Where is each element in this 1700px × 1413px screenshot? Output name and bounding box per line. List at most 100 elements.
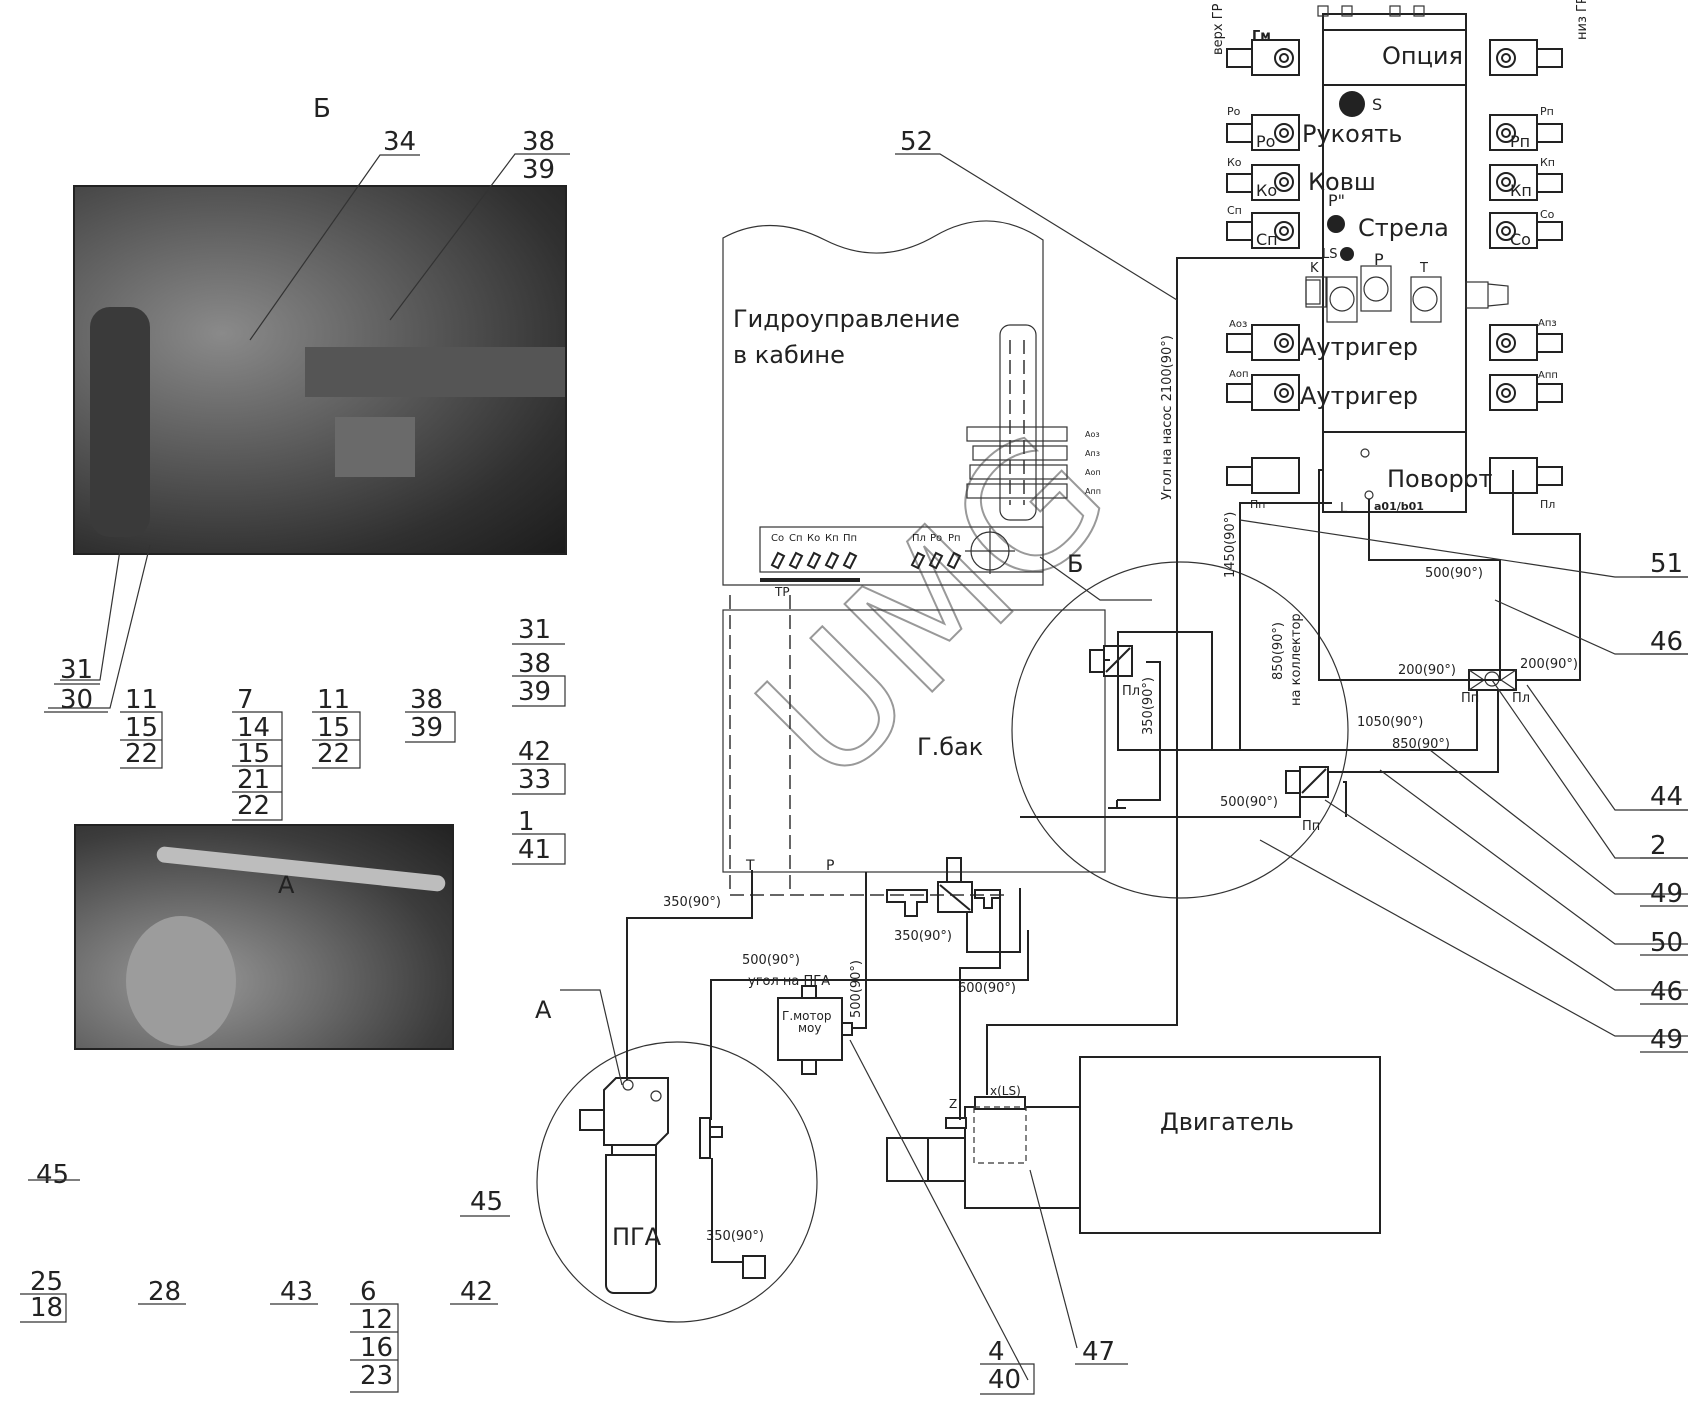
cabin-block: Гидроуправление в кабине Аоз Апз Аоп Апп…: [722, 220, 1101, 599]
callout-g6-0: 42: [518, 737, 551, 767]
callout-g10-0: 4: [988, 1337, 1005, 1367]
callout-g9-0: 6: [360, 1277, 377, 1307]
callout-right-49a: 49: [1650, 879, 1683, 909]
cabin-title-line1: Гидроуправление: [733, 305, 960, 333]
callout-45-left: 45: [36, 1160, 69, 1190]
distributor-block: верх ГР низ ГР Опция Рукоять Ковш Стрела…: [1211, 0, 1590, 516]
callout-34: 34: [383, 127, 416, 157]
photo-b-valve: [335, 417, 415, 477]
hose-pl-check: Пл: [1512, 691, 1530, 706]
marker-s: S: [1372, 95, 1382, 114]
callout-g7-1: 41: [518, 835, 551, 865]
hose-850-collector: 850(90°): [1271, 622, 1286, 680]
joystick-glyphs: [770, 551, 962, 570]
hose-350-t: 350(90°): [663, 895, 721, 910]
callout-right-2: 2: [1650, 831, 1667, 861]
port-pl: Пл: [1540, 498, 1555, 511]
inner-ko: Ко: [1256, 181, 1277, 200]
callout-g1-0: 11: [125, 685, 158, 715]
port-p2-marker: [1327, 215, 1345, 233]
callout-31-b: 31: [518, 615, 551, 645]
hose-350-valve: 350(90°): [894, 929, 952, 944]
hose-500-b: 500(90°): [1220, 795, 1278, 810]
js-label-rp: Рп: [948, 533, 961, 544]
view-b-title: Б: [313, 94, 331, 124]
photo-b-hose: [90, 307, 150, 537]
callout-g1-1: 15: [125, 713, 158, 743]
js-label-pp: Пп: [843, 533, 857, 544]
callout-g2-1: 14: [237, 713, 270, 743]
callout-45-right: 45: [470, 1187, 503, 1217]
callout-g4-0: 38: [410, 685, 443, 715]
port-kp: Кп: [1540, 156, 1555, 169]
callout-g8-0: 25: [30, 1267, 63, 1297]
port-circles: [1274, 48, 1516, 403]
tank-port-p: Р: [826, 858, 834, 874]
port-ro: Ро: [1227, 105, 1241, 118]
callout-g9-2: 16: [360, 1333, 393, 1363]
callout-g3-1: 15: [317, 713, 350, 743]
port-ko: Ко: [1227, 156, 1242, 169]
hose-lines: [626, 257, 1581, 1263]
callout-42-bottom: 42: [460, 1277, 493, 1307]
callout-right-46a: 46: [1650, 627, 1683, 657]
hose-pump-angle: Угол на насос 2100(90°): [1160, 335, 1175, 500]
port-aoz: Аоз: [1229, 319, 1247, 330]
pga-label: ПГА: [612, 1223, 662, 1251]
hose-collector-label: на коллектор: [1289, 613, 1304, 706]
photo-view-b: [73, 185, 567, 555]
side-label-1: Аоз: [1085, 430, 1100, 439]
tank-label: Г.бак: [917, 733, 983, 761]
port-s-marker: [1339, 91, 1365, 117]
callout-right-49b: 49: [1650, 1025, 1683, 1055]
kpt-flanges: [1305, 265, 1509, 323]
callout-28: 28: [148, 1277, 181, 1307]
callout-g5-1: 39: [518, 677, 551, 707]
inner-ro: Ро: [1256, 132, 1275, 151]
callout-g10-1: 40: [988, 1365, 1021, 1395]
motor-line2: моу: [798, 1021, 822, 1035]
callout-g7-0: 1: [518, 807, 535, 837]
js-label-kp: Кп: [825, 533, 839, 544]
hose-350-pga: 350(90°): [706, 1229, 764, 1244]
port-aop: Аоп: [1229, 369, 1249, 380]
marker-l: L: [1340, 501, 1348, 516]
port-sp: Сп: [1227, 204, 1242, 217]
hose-1450: 1450(90°): [1223, 512, 1238, 578]
callout-39-top: 39: [522, 155, 555, 185]
callout-g3-0: 11: [317, 685, 350, 715]
leader-lines: [48, 153, 1688, 1381]
marker-t: T: [1419, 261, 1428, 276]
section-bucket: Ковш: [1308, 168, 1376, 196]
port-ls-marker: [1340, 247, 1354, 261]
view-a-title: А: [278, 871, 295, 899]
section-outrigger-1: Аутригер: [1300, 333, 1418, 361]
callout-right-46b: 46: [1650, 977, 1683, 1007]
side-label-4: Апп: [1085, 487, 1101, 496]
callout-47: 47: [1082, 1337, 1115, 1367]
hose-pp-b: Пп: [1302, 819, 1320, 834]
hose-labels: Угол на насос 2100(90°) 1450(90°) 500(90…: [663, 335, 1578, 1244]
callout-43: 43: [280, 1277, 313, 1307]
engine-pump: Двигатель Z x(LS): [886, 1056, 1381, 1234]
callout-g9-1: 12: [360, 1305, 393, 1335]
hose-200-right: 200(90°): [1520, 657, 1578, 672]
port-pp: Пп: [1250, 498, 1265, 511]
callout-31-a: 31: [60, 655, 93, 685]
hose-500-top: 500(90°): [1425, 566, 1483, 581]
inner-kp: Кп: [1510, 181, 1532, 200]
joystick-labels: Со Сп Ко Кп Пп Пл Ро Рп: [771, 533, 961, 544]
label-verh-gr: верх ГР: [1211, 3, 1226, 55]
detail-circle-a: ПГА: [536, 1041, 818, 1323]
detail-a-label: А: [535, 996, 552, 1024]
js-label-ko: Ко: [807, 533, 820, 544]
hose-pl-b: Пл: [1122, 684, 1140, 699]
port-so: Со: [1540, 208, 1555, 221]
side-label-2: Апз: [1085, 449, 1100, 458]
callout-52: 52: [900, 127, 933, 157]
photo-view-a: [74, 824, 454, 1050]
callout-right-50: 50: [1650, 928, 1683, 958]
hose-600: 600(90°): [958, 981, 1016, 996]
callout-underlines: [20, 576, 1688, 1395]
